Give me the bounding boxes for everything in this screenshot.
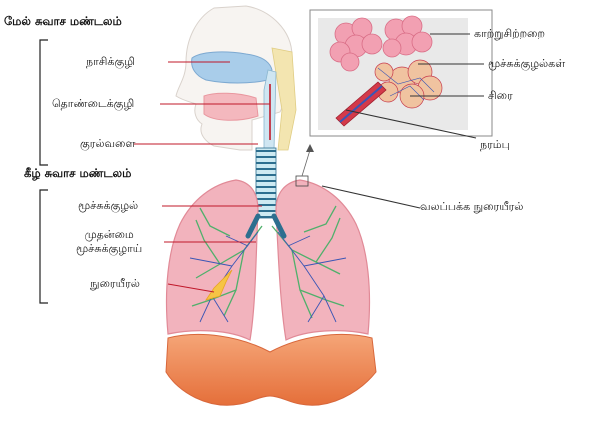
pharynx-label: தொண்டைக்குழி <box>52 97 134 112</box>
bronchioles-label: மூச்சுக்குழல்கள் <box>488 57 565 72</box>
vein-label: சிரை <box>488 89 513 104</box>
lung-label: நுரையீரல் <box>90 277 140 292</box>
alveoli-inset <box>310 10 492 136</box>
right-lung-shape <box>276 180 370 340</box>
trachea-tube <box>256 148 276 218</box>
alveoli-label: காற்றுசிற்றறை <box>474 27 545 42</box>
head-silhouette <box>176 6 296 150</box>
left-lung-shape <box>167 180 259 340</box>
lower-tract-bracket <box>40 190 48 303</box>
larynx-label: குரல்வளை <box>80 137 135 152</box>
primary-bronchus-line1: முதன்மை <box>76 228 142 242</box>
nasal-cavity-label: நாசிக்குழி <box>86 55 135 70</box>
primary-bronchus-label: முதன்மை மூச்சுக்குழாய் <box>76 228 142 256</box>
upper-respiratory-heading: மேல் சுவாச மண்டலம் <box>4 14 122 30</box>
diaphragm <box>166 334 376 405</box>
right-lung-label: வலப்பக்க நுரையீரல் <box>420 200 523 215</box>
primary-bronchus-line2: மூச்சுக்குழாய் <box>76 242 142 256</box>
lower-respiratory-heading: கீழ் சுவாச மண்டலம் <box>24 166 131 182</box>
upper-tract-bracket <box>40 40 48 165</box>
trachea-label: மூச்சுக்குழல் <box>78 199 138 214</box>
nerve-label: நரம்பு <box>480 138 510 153</box>
